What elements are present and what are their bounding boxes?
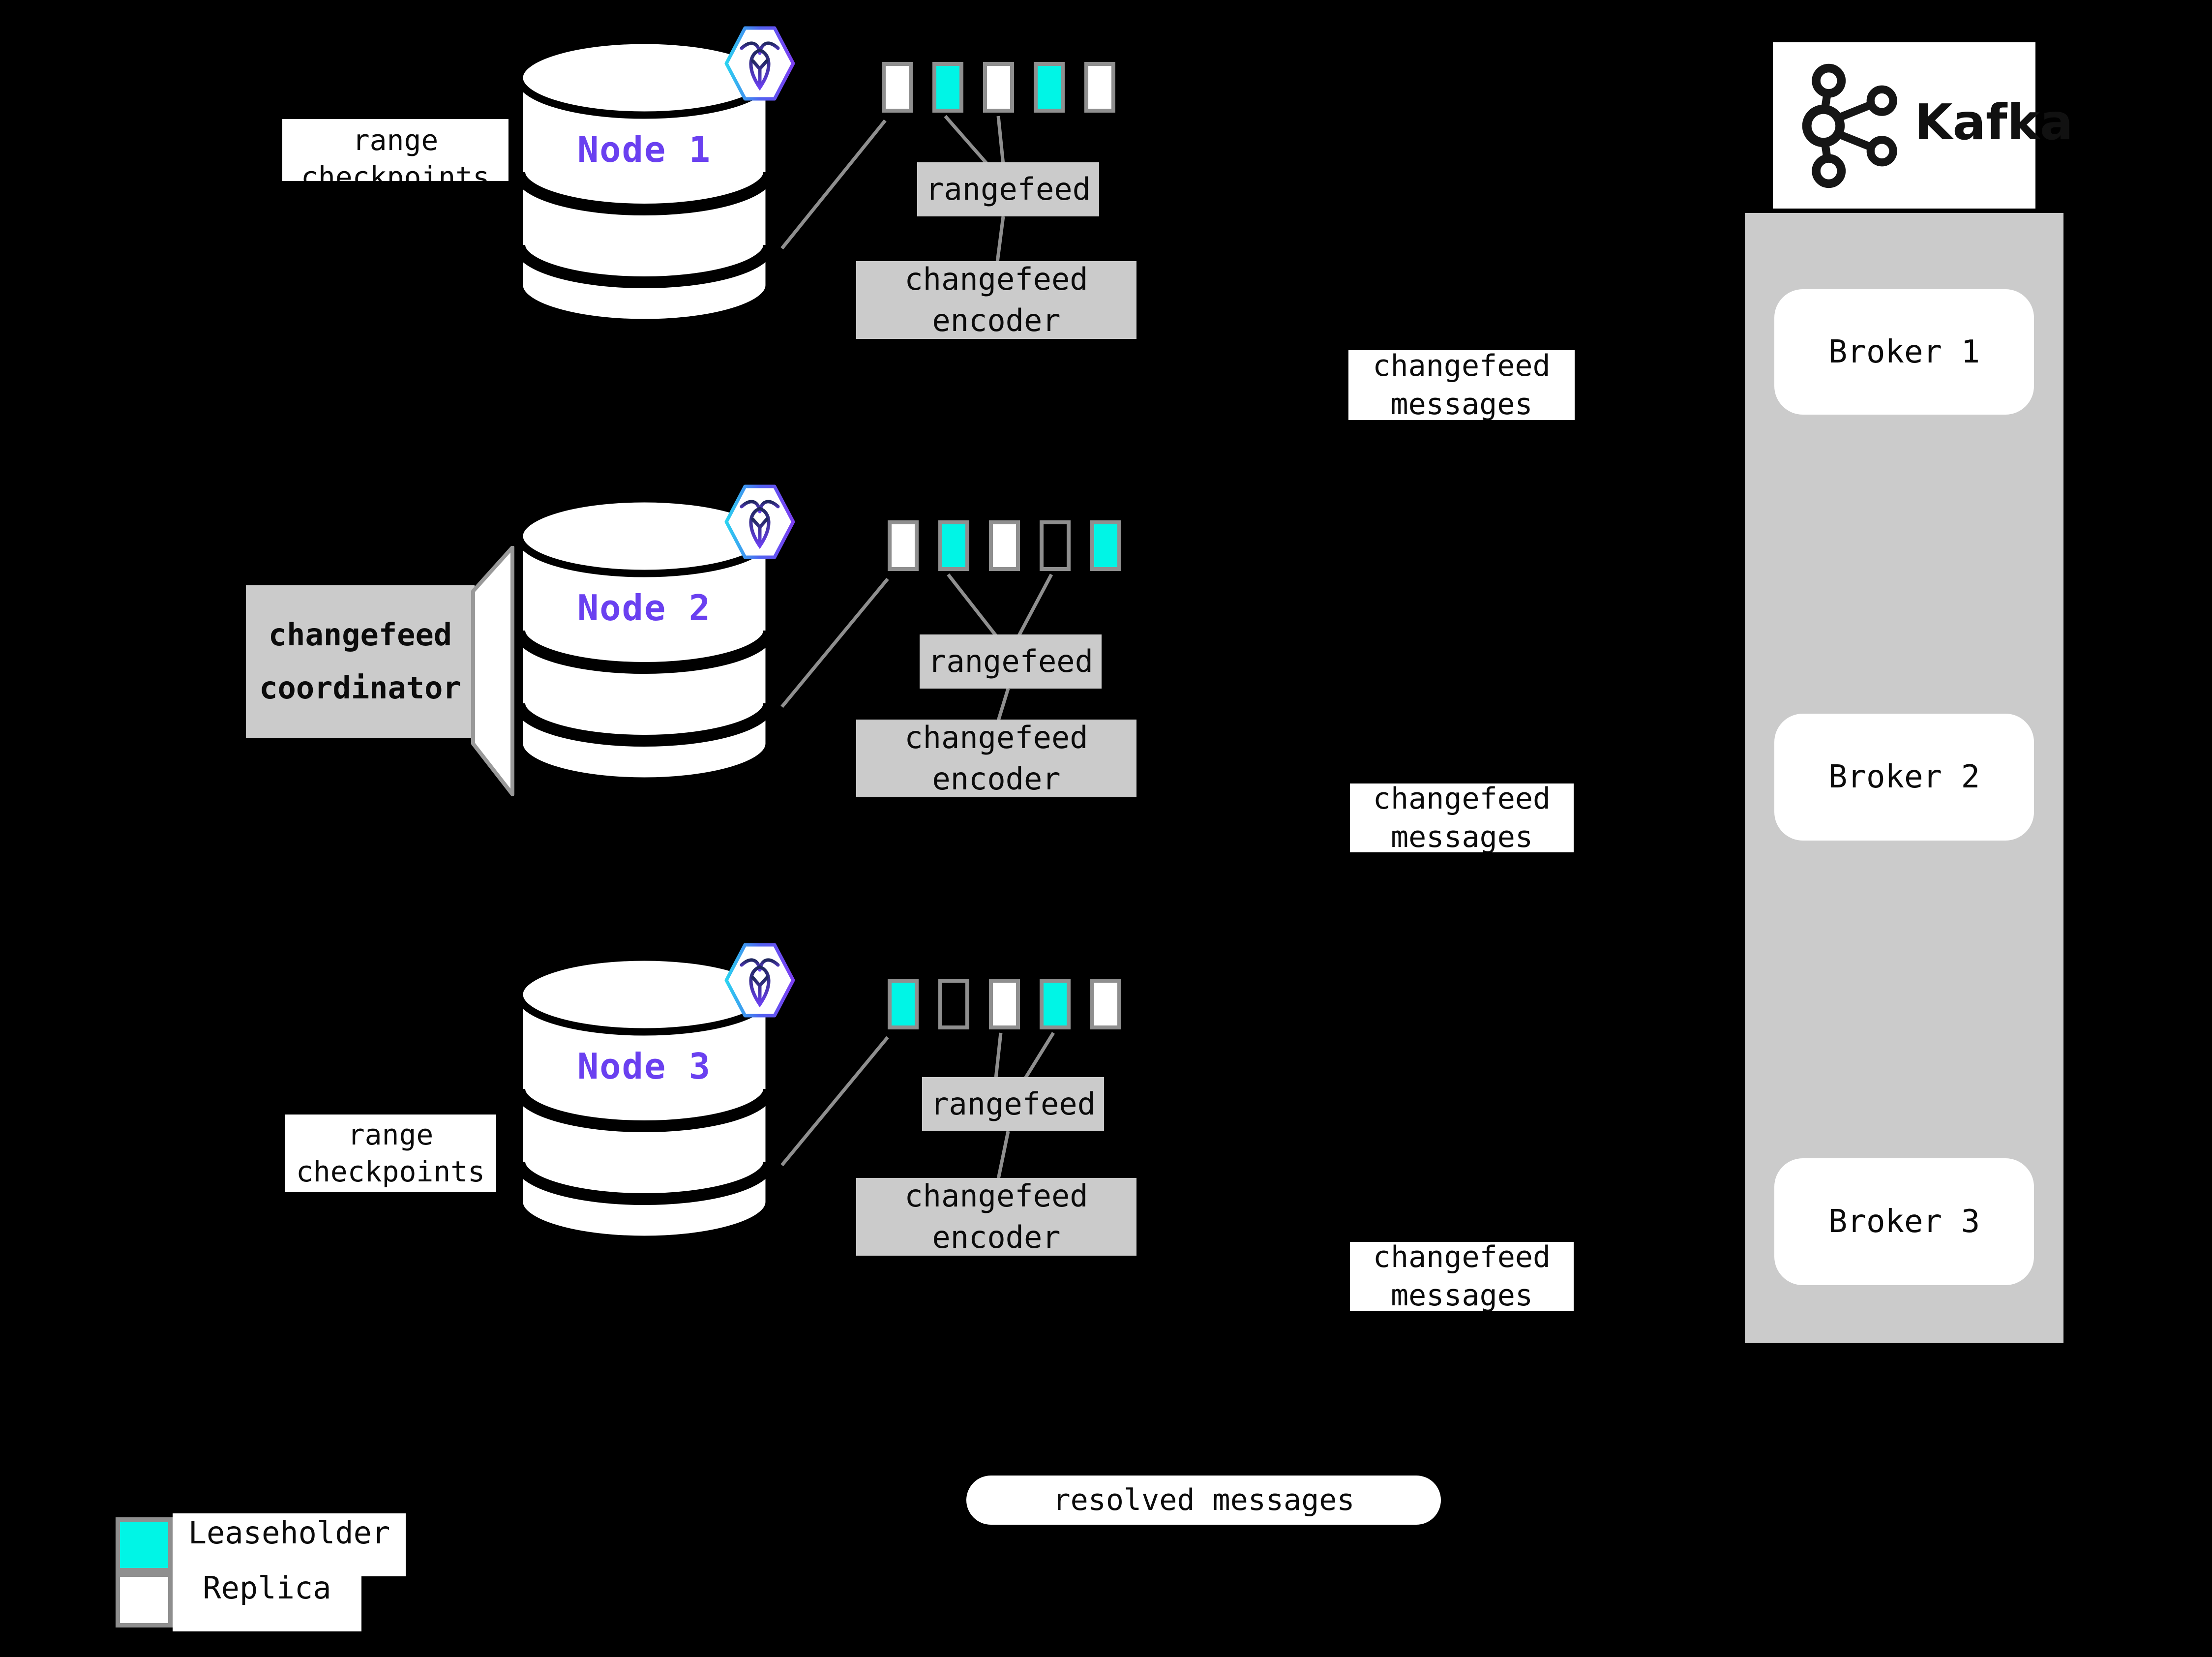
connector-line [1024,1032,1055,1079]
range-squares-node-1 [882,62,1115,113]
range-checkpoints-text: range checkpoints [296,1117,485,1188]
range-square-leaseholder [932,62,963,113]
range-square-leaseholder [1090,520,1121,571]
node-3-title: Node 3 [577,1046,712,1087]
range-square-replica [888,520,919,571]
cockroachdb-icon [724,484,795,559]
changefeed-messages-label-2: changefeed messages [1350,783,1574,852]
changefeed-encoder-box-3: changefeed encoder [856,1178,1136,1256]
kafka-logo-icon [1802,63,1897,188]
connector-line [947,573,997,637]
range-squares-node-2 [888,520,1121,571]
resolved-messages-text: resolved messages [1052,1483,1355,1517]
broker-2-box: Broker 2 [1774,714,2034,841]
range-square-leaseholder [938,520,969,571]
changefeed-encoder-text: changefeed encoder [904,720,1088,797]
legend-leaseholder-text: Leaseholder [188,1515,390,1551]
changefeed-messages-label-1: changefeed messages [1348,350,1575,420]
cockroachdb-icon [724,943,795,1018]
kafka-logo-box: Kafka [1773,42,2073,209]
changefeed-messages-text: changefeed messages [1373,783,1551,852]
changefeed-coordinator-text: changefeed coordinator [259,616,461,706]
changefeed-encoder-box-2: changefeed encoder [856,720,1136,797]
legend-leaseholder-label: Leaseholder [173,1513,406,1576]
legend-replica-text: Replica [203,1570,331,1606]
coordinator-flag-icon [471,546,514,796]
changefeed-coordinator-box: changefeed coordinator [246,585,475,738]
connector-line [780,1036,889,1167]
range-square-replica [989,979,1020,1029]
connector-line [995,216,1005,263]
connector-line [780,119,887,250]
broker-2-text: Broker 2 [1828,759,1980,795]
connector-line [994,1032,1003,1079]
resolved-messages-pill: resolved messages [966,1476,1441,1525]
range-checkpoints-label-1: range checkpoints [282,119,508,181]
rangefeed-box-2: rangefeed [920,634,1102,689]
connector-line [1017,573,1053,636]
rangefeed-text: rangefeed [930,1086,1096,1122]
range-square-replica [882,62,913,113]
legend-leaseholder-swatch [116,1517,173,1572]
changefeed-encoder-text: changefeed encoder [904,1178,1088,1255]
changefeed-encoder-text: changefeed encoder [904,261,1088,338]
range-square-replica [1084,62,1115,113]
broker-3-box: Broker 3 [1774,1158,2034,1285]
broker-1-text: Broker 1 [1828,333,1980,370]
connector-line [996,1131,1010,1179]
connector-line [996,688,1010,722]
range-square-replica [983,62,1014,113]
broker-1-box: Broker 1 [1774,289,2034,415]
connector-line [780,577,889,708]
range-checkpoints-text: range checkpoints [300,123,490,181]
range-square-replica [989,520,1020,571]
range-square-leaseholder [1034,62,1065,113]
rangefeed-text: rangefeed [926,171,1091,208]
changefeed-messages-text: changefeed messages [1373,1242,1551,1311]
changefeed-messages-label-3: changefeed messages [1350,1242,1574,1311]
database-cylinder-icon [513,495,775,785]
cockroachdb-icon [724,26,795,101]
range-square-leaseholder [888,979,919,1029]
node-2-title: Node 2 [577,587,712,629]
rangefeed-text: rangefeed [928,643,1093,680]
range-square-empty [938,979,969,1029]
node-1-title: Node 1 [577,129,712,170]
broker-3-text: Broker 3 [1828,1204,1980,1240]
legend-replica-swatch [116,1572,173,1627]
kafka-logo-text: Kafka [1914,93,2073,151]
changefeed-messages-text: changefeed messages [1373,350,1551,420]
database-cylinder-icon [513,953,775,1243]
changefeed-encoder-box-1: changefeed encoder [856,261,1136,339]
rangefeed-box-1: rangefeed [917,162,1099,216]
connector-line [944,115,989,166]
connector-line [996,116,1005,165]
range-square-replica [1090,979,1121,1029]
rangefeed-box-3: rangefeed [922,1077,1104,1131]
range-squares-node-3 [888,979,1121,1029]
range-square-leaseholder [1040,979,1071,1029]
range-checkpoints-label-3: range checkpoints [285,1115,496,1192]
legend-replica-label: Replica [173,1568,361,1631]
range-square-empty [1040,520,1071,571]
